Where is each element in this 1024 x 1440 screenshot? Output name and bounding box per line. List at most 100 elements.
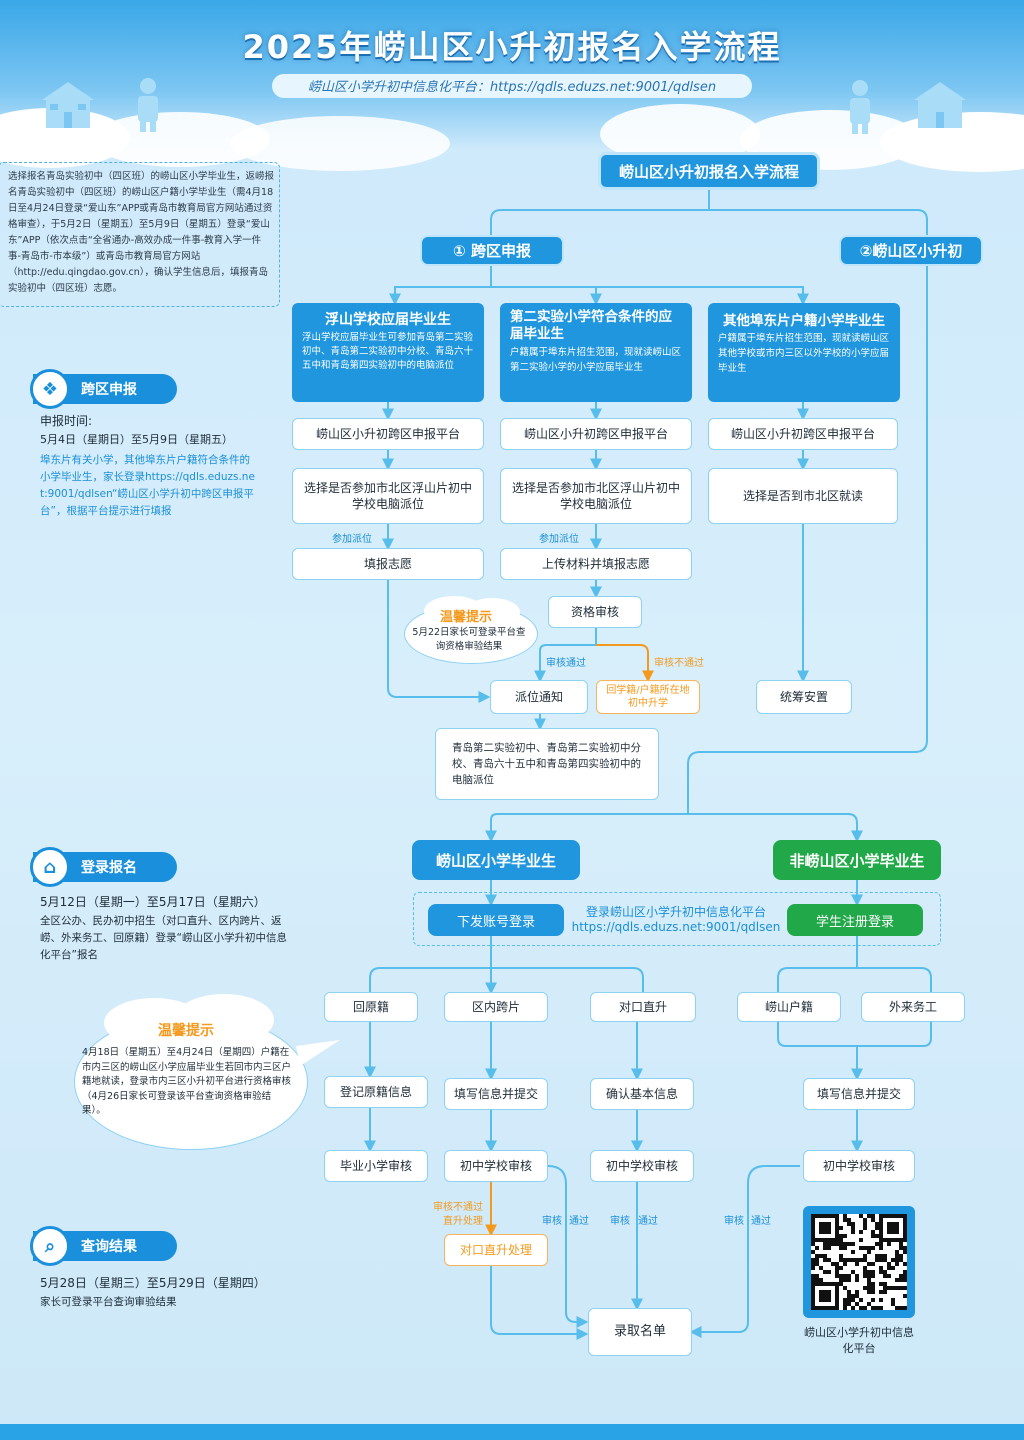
platform-login-url: https://qdls.eduzs.net:9001/qdlsen [571,920,781,934]
laoshan-hukou-box: 崂山户籍 [737,992,841,1022]
pass-label-b1: 审核 [610,1216,630,1227]
middle-review-box-1: 初中学校审核 [444,1150,548,1182]
cloud-decoration [230,116,450,171]
qr-frame [803,1206,915,1318]
qr-caption: 崂山区小学升初中信息化平台 [804,1326,914,1355]
col-other-title: 其他埠东片户籍小学毕业生 [723,313,885,329]
col2-fail-result: 回学籍/户籍所在地初中升学 [596,680,700,714]
platform-login-text: 登录崂山区小学升初中信息化平台 [585,905,766,919]
col2-schools: 青岛第二实验初中、青岛第二实验初中分校、青岛六十五中和青岛第四实验初中的电脑派位 [435,728,659,800]
query-heading-label: 查询结果 [81,1239,137,1255]
cross-district-heading-label: 跨区申报 [81,382,137,398]
pass-label-c1: 审核 [724,1216,744,1227]
school-building-icon [914,82,966,128]
register-dates: 5月12日（星期一）至5月17日（星期六） [40,895,266,909]
col-second-exp-header: 第二实验小学符合条件的应届毕业生 户籍属于埠东片招生范围，现就读崂山区第二实验小… [500,303,692,402]
student-icon [850,80,870,134]
col2-notice: 派位通知 [490,680,588,714]
branch-laoshan: ②崂山区小升初 [839,235,983,266]
fail-direct-label-1: 审核不通过 [433,1202,483,1213]
cross-dates: 5月4日（星期日）至5月9日（星期五） [40,433,233,446]
middle-review-box-2: 初中学校审核 [590,1150,694,1182]
cross-district-box: 区内跨片 [444,992,548,1022]
primary-review-box: 毕业小学审核 [324,1150,428,1182]
main-flow-title-label: 崂山区小升初报名入学流程 [618,162,799,181]
col-second-exp-title: 第二实验小学符合条件的应届毕业生 [510,309,672,342]
col3-platform: 崂山区小升初跨区申报平台 [708,418,898,450]
direct-process-box: 对口直升处理 [444,1234,548,1266]
col2-pass-label: 审核通过 [546,658,586,669]
intro-note-box [0,162,280,307]
student-icon [138,78,158,132]
confirm-info-box: 确认基本信息 [590,1078,694,1110]
migrant-box: 外来务工 [861,992,965,1022]
return-origin-box: 回原籍 [324,992,418,1022]
direct-box: 对口直升 [590,992,696,1022]
col2-upload: 上传材料并填报志愿 [500,548,692,580]
account-login-button: 下发账号登录 [428,904,564,936]
col2-fail-label: 审核不通过 [654,658,704,669]
account-login-label: 下发账号登录 [456,914,535,930]
main-flow-title: 崂山区小升初报名入学流程 [598,152,820,190]
col2-review: 资格审核 [548,596,642,628]
fail-direct-label-2: 直升处理 [443,1216,483,1227]
tip2-title: 温馨提示 [158,1023,214,1039]
col-fushan-desc: 浮山学校应届毕业生可参加青岛第二实验初中、青岛第二实验初中分校、青岛六十五中和青… [302,332,474,371]
bottom-bar [0,1424,1024,1440]
student-register-label: 学生注册登录 [815,914,894,930]
register-heading-label: 登录报名 [81,860,137,876]
col3-arrange: 统筹安置 [756,680,852,714]
subtitle: 崂山区小学升初中信息化平台：https://qdls.eduzs.net:900… [307,80,717,95]
branch-laoshan-label: ②崂山区小升初 [859,242,963,260]
col2-platform: 崂山区小升初跨区申报平台 [500,418,692,450]
branch-cross-district: ① 跨区申报 [420,235,564,266]
tip2-text: 4月18日（星期五）至4月24日（星期四）户籍在市内三区的崂山区小学应届毕业生若… [82,1047,292,1116]
laoshan-grad-label: 崂山区小学毕业生 [435,851,556,870]
col3-choose: 选择是否到市北区就读 [708,468,898,524]
register-origin-box: 登记原籍信息 [324,1076,428,1108]
tip1-title: 温馨提示 [439,610,492,625]
non-laoshan-grad-label: 非崂山区小学毕业生 [789,851,925,870]
login-icon: ⌂ [30,847,70,887]
tip2-cloud [74,992,308,1150]
col1-join-label: 参加派位 [332,534,372,545]
col1-platform: 崂山区小升初跨区申报平台 [292,418,484,450]
pass-label-c2: 通过 [751,1216,771,1227]
intro-note: 选择报名青岛实验初中（四区班）的崂山区小学毕业生，返崂报名青岛实验初中（四区班）… [8,171,275,294]
col2-choose: 选择是否参加市北区浮山片初中学校电脑派位 [500,468,692,524]
qr-code-icon [811,1214,907,1310]
header-banner: 2025年崂山区小升初报名入学流程 崂山区小学升初中信息化平台：https://… [0,0,1024,172]
pass-label-a2: 通过 [569,1216,589,1227]
cloud-shape [464,598,520,626]
query-desc: 家长可登录平台查询审验结果 [40,1296,177,1308]
register-desc: 全区公办、民办初中招生（对口直升、区内跨片、返崂、外来务工、回原籍）登录“崂山区… [40,915,287,961]
non-laoshan-grad-header: 非崂山区小学毕业生 [773,840,941,880]
col-second-exp-desc: 户籍属于埠东片招生范围，现就读崂山区第二实验小学的小学应届毕业生 [510,347,682,373]
col-fushan-title: 浮山学校应届毕业生 [325,312,451,328]
pass-label-a1: 审核 [542,1216,562,1227]
tip2-pointer [296,1040,340,1066]
branch-cross-district-label: ① 跨区申报 [453,242,531,260]
col1-fill: 填报志愿 [292,548,484,580]
col-fushan-header: 浮山学校应届毕业生 浮山学校应届毕业生可参加青岛第二实验初中、青岛第二实验初中分… [292,303,484,402]
middle-review-box-3: 初中学校审核 [803,1150,915,1182]
page-title: 2025年崂山区小升初报名入学流程 [242,28,782,66]
fill-submit-box: 填写信息并提交 [444,1078,548,1110]
tip1-text: 5月22日家长可登录平台查询资格审验结果 [412,627,526,652]
fill-submit-box-2: 填写信息并提交 [803,1078,915,1110]
admission-list-box: 录取名单 [588,1308,692,1356]
student-register-button: 学生注册登录 [787,904,923,936]
pass-label-b2: 通过 [638,1216,658,1227]
handshake-icon: ❖ [30,369,70,409]
query-dates: 5月28日（星期三）至5月29日（星期四） [40,1276,266,1290]
cloud-shape [174,994,274,1046]
col-other-desc: 户籍属于埠东片招生范围，现就读崂山区其他学校或市内三区以外学校的小学应届毕业生 [718,333,890,374]
login-options-box [413,892,941,946]
school-building-icon [42,82,94,128]
cross-desc: 埠东片有关小学，其他埠东片户籍符合条件的小学毕业生，家长登录https://qd… [40,454,255,517]
laoshan-grad-header: 崂山区小学毕业生 [412,840,580,880]
tip1-cloud [404,594,538,664]
col1-choose: 选择是否参加市北区浮山片初中学校电脑派位 [292,468,484,524]
